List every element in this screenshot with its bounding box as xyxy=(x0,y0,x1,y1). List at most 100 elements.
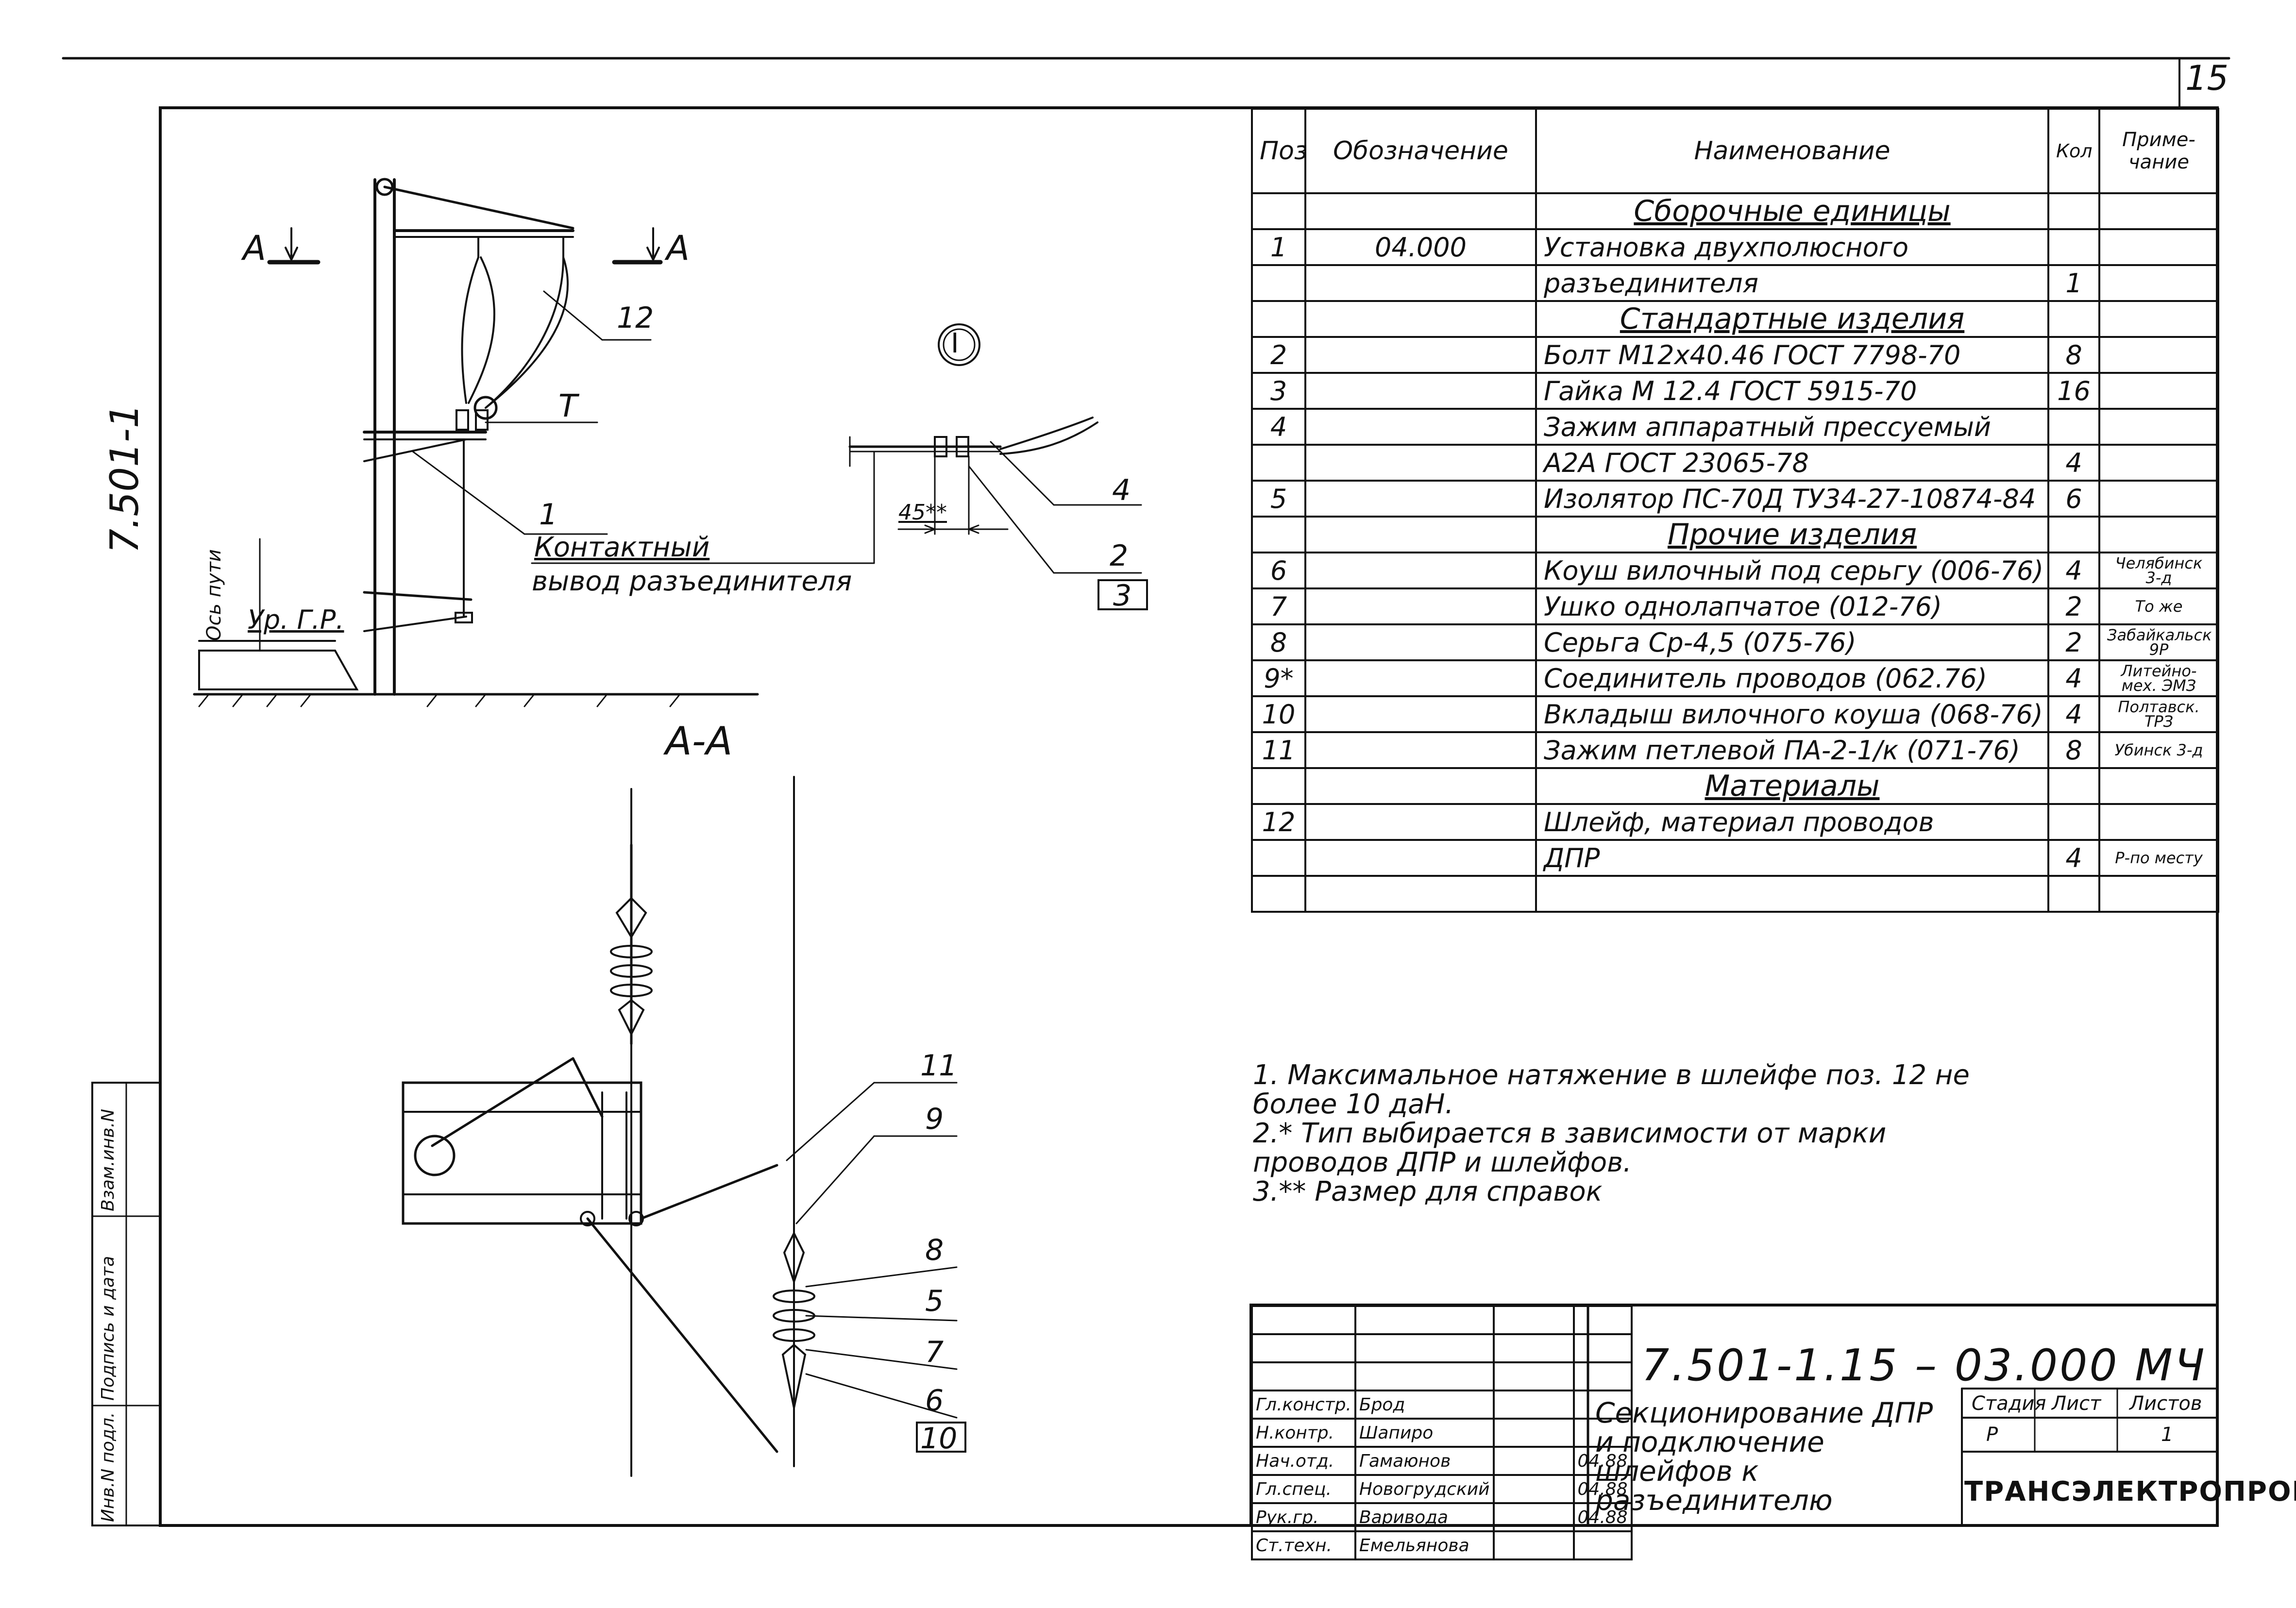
spec-cell-name: Установка двухполюсного xyxy=(1535,228,2049,266)
spec-cell-designation xyxy=(1304,336,1537,374)
spec-header-qty: Кол xyxy=(2047,108,2100,194)
spec-cell-name xyxy=(1535,875,2049,913)
spec-header-note: Приме- чание xyxy=(2098,108,2219,194)
drawing-description: Секционирование ДПР и подключение шлейфо… xyxy=(1595,1396,1933,1517)
side-code: 7.501-1 xyxy=(102,403,147,553)
spec-section-title: Стандартные изделия xyxy=(1535,300,2049,338)
spec-cell-designation xyxy=(1304,480,1537,518)
spec-cell-name: Соединитель проводов (062.76) xyxy=(1535,659,2049,697)
spec-cell-qty xyxy=(2047,300,2100,338)
spec-cell-qty: 4 xyxy=(2047,839,2100,877)
spec-cell-designation xyxy=(1304,264,1537,302)
label-11: 11 xyxy=(920,1049,958,1083)
spec-cell-designation xyxy=(1304,623,1537,661)
spec-cell-designation xyxy=(1304,875,1537,913)
spec-cell-note xyxy=(2098,228,2219,266)
spec-cell-pos xyxy=(1251,767,1306,805)
spec-section-row: Сборочные единицы xyxy=(1251,192,2219,230)
section-title: А-А xyxy=(665,719,733,764)
label-8: 8 xyxy=(925,1233,944,1267)
spec-header-row: Поз. Обозначение Наименование Кол Приме-… xyxy=(1251,108,2219,194)
stamp-replace-label: Взам.инв.N xyxy=(98,1108,118,1211)
spec-cell-pos xyxy=(1251,839,1306,877)
signature-role: Рук.гр. xyxy=(1251,1502,1356,1532)
spec-cell-qty: 6 xyxy=(2047,480,2100,518)
spec-cell-pos: 4 xyxy=(1251,408,1306,446)
spec-row: 4 Зажим аппаратный прессуемый xyxy=(1251,408,2219,446)
spec-cell-qty xyxy=(2047,408,2100,446)
spec-cell-qty: 4 xyxy=(2047,444,2100,482)
stamp-sign-label: Подпись и дата xyxy=(98,1256,118,1401)
spec-cell-pos xyxy=(1251,192,1306,230)
spec-cell-qty xyxy=(2047,516,2100,553)
spec-cell-designation xyxy=(1304,444,1537,482)
spec-cell-pos: 1 xyxy=(1251,228,1306,266)
spec-cell-note xyxy=(2098,408,2219,446)
section-AA xyxy=(402,776,966,1477)
spec-cell-name: Ушко однолапчатое (012-76) xyxy=(1535,587,2049,625)
spec-cell-qty xyxy=(2047,875,2100,913)
spec-cell-pos xyxy=(1251,875,1306,913)
spec-cell-note: Полтавск. ТРЗ xyxy=(2098,695,2219,733)
spec-cell-qty: 16 xyxy=(2047,372,2100,410)
spec-cell-designation xyxy=(1304,803,1537,841)
spec-section-row: Прочие изделия xyxy=(1251,516,2219,553)
spec-cell-note xyxy=(2098,767,2219,805)
signature-sign xyxy=(1492,1530,1575,1560)
spec-cell-pos: 9* xyxy=(1251,659,1306,697)
spec-cell-note: Забайкальск 9Р xyxy=(2098,623,2219,661)
dimension-45: 45** xyxy=(898,500,947,525)
spec-cell-designation xyxy=(1304,192,1537,230)
spec-cell-pos xyxy=(1251,516,1306,553)
signature-sign xyxy=(1492,1502,1575,1532)
contact-label-1: Контактный xyxy=(534,532,710,563)
stage-label: Стадия xyxy=(1972,1392,2046,1415)
sheets-label: Листов xyxy=(2129,1392,2202,1415)
spec-cell-name: Зажим аппаратный прессуемый xyxy=(1535,408,2049,446)
spec-cell-qty xyxy=(2047,767,2100,805)
title-block xyxy=(1249,1304,2219,1527)
spec-cell-name: ДПР xyxy=(1535,839,2049,877)
spec-cell-name: Изолятор ПС-70Д ТУ34-27-10874-84 xyxy=(1535,480,2049,518)
label-3: 3 xyxy=(1113,579,1132,613)
signature-row: Ст.техн.Емельянова xyxy=(1251,1530,1633,1560)
label-5: 5 xyxy=(925,1284,944,1318)
spec-cell-note xyxy=(2098,300,2219,338)
spec-cell-note xyxy=(2098,516,2219,553)
spec-cell-note xyxy=(2098,192,2219,230)
signature-role: Гл.спец. xyxy=(1251,1474,1356,1504)
spec-cell-designation xyxy=(1304,731,1537,769)
label-1: 1 xyxy=(539,498,558,532)
spec-cell-pos: 8 xyxy=(1251,623,1306,661)
signature-name: Брод xyxy=(1354,1390,1495,1420)
spec-cell-name: А2А ГОСТ 23065-78 xyxy=(1535,444,2049,482)
label-12-elev: 12 xyxy=(617,301,654,335)
detail-I xyxy=(848,323,1148,610)
signature-date: 04.88 xyxy=(1572,1446,1633,1476)
spec-cell-qty xyxy=(2047,192,2100,230)
signature-name: Шапиро xyxy=(1354,1418,1495,1448)
spec-cell-note: Р-по месту xyxy=(2098,839,2219,877)
label-T: T xyxy=(558,388,578,424)
signature-name: Емельянова xyxy=(1354,1530,1495,1560)
signature-row: Гл.констр.Брод xyxy=(1251,1390,1633,1420)
label-2: 2 xyxy=(1110,539,1129,573)
spec-cell-designation xyxy=(1304,695,1537,733)
label-7: 7 xyxy=(925,1335,944,1369)
section-marker-right: A xyxy=(666,228,690,268)
organization-name: ТРАНСЭЛЕКТРОПРОЕКТ xyxy=(1964,1476,2296,1508)
drawing-code: 7.501-1.15 – 03.000 МЧ xyxy=(1641,1340,2207,1391)
signature-date: 04.88 xyxy=(1572,1474,1633,1504)
spec-cell-note xyxy=(2098,444,2219,482)
spec-cell-designation xyxy=(1304,552,1537,589)
note-line: проводов ДПР и шлейфов. xyxy=(1253,1147,1632,1178)
signature-sign xyxy=(1492,1390,1575,1420)
signature-date xyxy=(1572,1530,1633,1560)
spec-cell-qty xyxy=(2047,228,2100,266)
